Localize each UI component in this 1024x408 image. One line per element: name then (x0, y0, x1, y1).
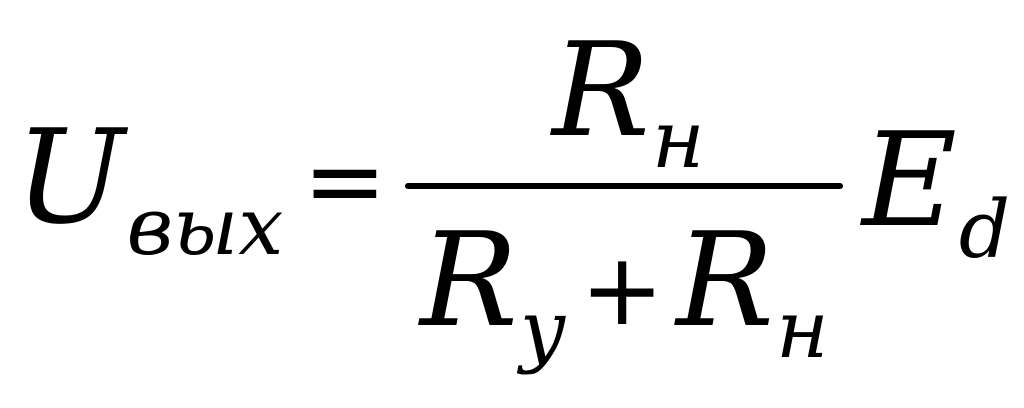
denominator-term2-subscript: н (775, 283, 829, 376)
output-voltage-symbol: U (15, 101, 125, 253)
denominator: R у + R н (420, 215, 829, 370)
denominator-term2-symbol: R (676, 204, 774, 356)
numerator-subscript: н (651, 93, 705, 186)
emf-subscript: d (958, 183, 1011, 276)
emf-symbol: E (862, 104, 957, 256)
output-voltage-subscript: вых (126, 180, 284, 273)
denominator-term1-subscript: у (519, 283, 567, 376)
output-voltage: U вых (15, 112, 283, 267)
denominator-term1-symbol: R (420, 204, 518, 356)
numerator-symbol: R (552, 14, 650, 166)
emf: E d (862, 115, 1010, 270)
equals-sign: = (303, 122, 387, 239)
numerator: R н (552, 25, 705, 180)
plus-sign: + (580, 231, 665, 348)
fraction-line (405, 183, 843, 189)
